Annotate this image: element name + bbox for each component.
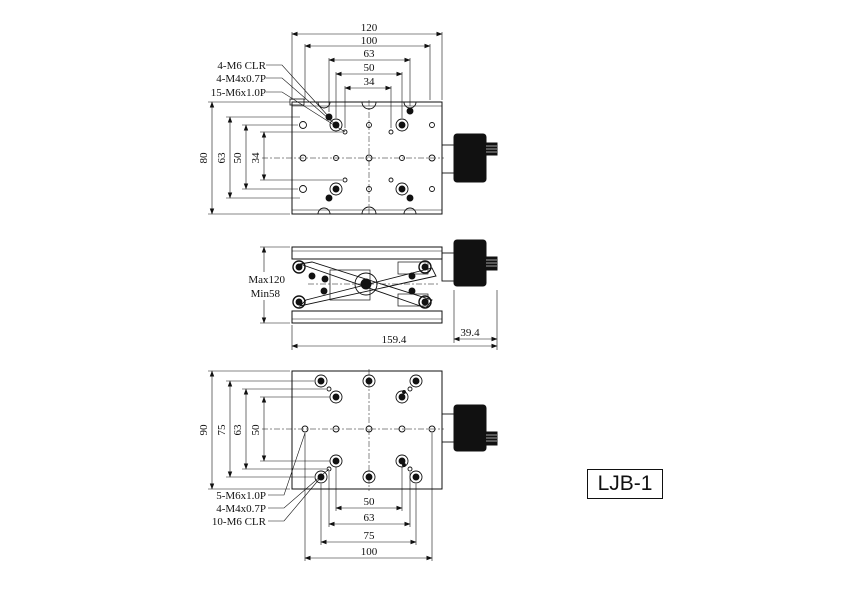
callout-m6-thread: 15-M6x1.0P [211, 87, 266, 99]
top-knob [441, 133, 498, 183]
bottom-dim-50: 50 [364, 496, 376, 508]
top-dim-v63: 63 [216, 152, 228, 164]
side-knob [441, 239, 498, 287]
height-min-label: Min58 [251, 288, 281, 300]
top-dim-120: 120 [361, 22, 378, 34]
callout-m4-bottom: 4-M4x0.7P [216, 503, 266, 515]
bottom-dim-labels: 90 75 63 50 50 63 75 100 [198, 424, 378, 558]
bottom-dims-h [304, 433, 433, 561]
callout-m6-clr-bottom: 10-M6 CLR [212, 516, 267, 528]
top-dim-50: 50 [364, 62, 376, 74]
knob-offset-label: 39.4 [460, 327, 480, 339]
callout-m6-clr: 4-M6 CLR [217, 60, 266, 72]
top-callouts: 4-M6 CLR 4-M4x0.7P 15-M6x1.0P [211, 60, 267, 99]
side-dims [260, 246, 498, 350]
bottom-callouts: 5-M6x1.0P 4-M4x0.7P 10-M6 CLR [212, 490, 267, 528]
bottom-dim-v75: 75 [216, 424, 228, 436]
scissor-mechanism [292, 260, 440, 309]
top-dims-v [208, 101, 342, 215]
bottom-dim-90: 90 [198, 424, 210, 436]
side-top-plate [291, 246, 443, 260]
top-dim-100: 100 [361, 35, 378, 47]
top-dim-v34: 34 [250, 152, 262, 164]
top-dim-labels: 120 100 63 50 34 80 63 50 34 [198, 22, 378, 164]
height-max-label: Max120 [248, 274, 285, 286]
callout-m6-thread-bottom: 5-M6x1.0P [216, 490, 266, 502]
top-dim-80: 80 [198, 152, 210, 164]
length-total-label: 159.4 [382, 334, 407, 346]
bottom-dim-100: 100 [361, 546, 378, 558]
top-leaders [266, 64, 346, 133]
top-dim-63: 63 [364, 48, 376, 60]
bottom-dim-v50: 50 [250, 424, 262, 436]
top-dim-34: 34 [364, 76, 376, 88]
bottom-dim-75: 75 [364, 530, 376, 542]
model-label: LJB-1 [587, 469, 663, 499]
bottom-view [208, 369, 498, 561]
top-dim-v50: 50 [232, 152, 244, 164]
side-bottom-plate [291, 310, 443, 324]
bottom-dim-v63: 63 [232, 424, 244, 436]
side-view [260, 239, 498, 350]
bottom-knob [441, 404, 498, 452]
top-view [208, 31, 498, 216]
bottom-leaders [268, 432, 330, 522]
bottom-dims-v [208, 370, 330, 490]
side-labels: Max120 Min58 159.4 39.4 [248, 274, 480, 346]
callout-m4: 4-M4x0.7P [216, 73, 266, 85]
top-dims-h [291, 31, 443, 128]
bottom-dim-63: 63 [364, 512, 376, 524]
